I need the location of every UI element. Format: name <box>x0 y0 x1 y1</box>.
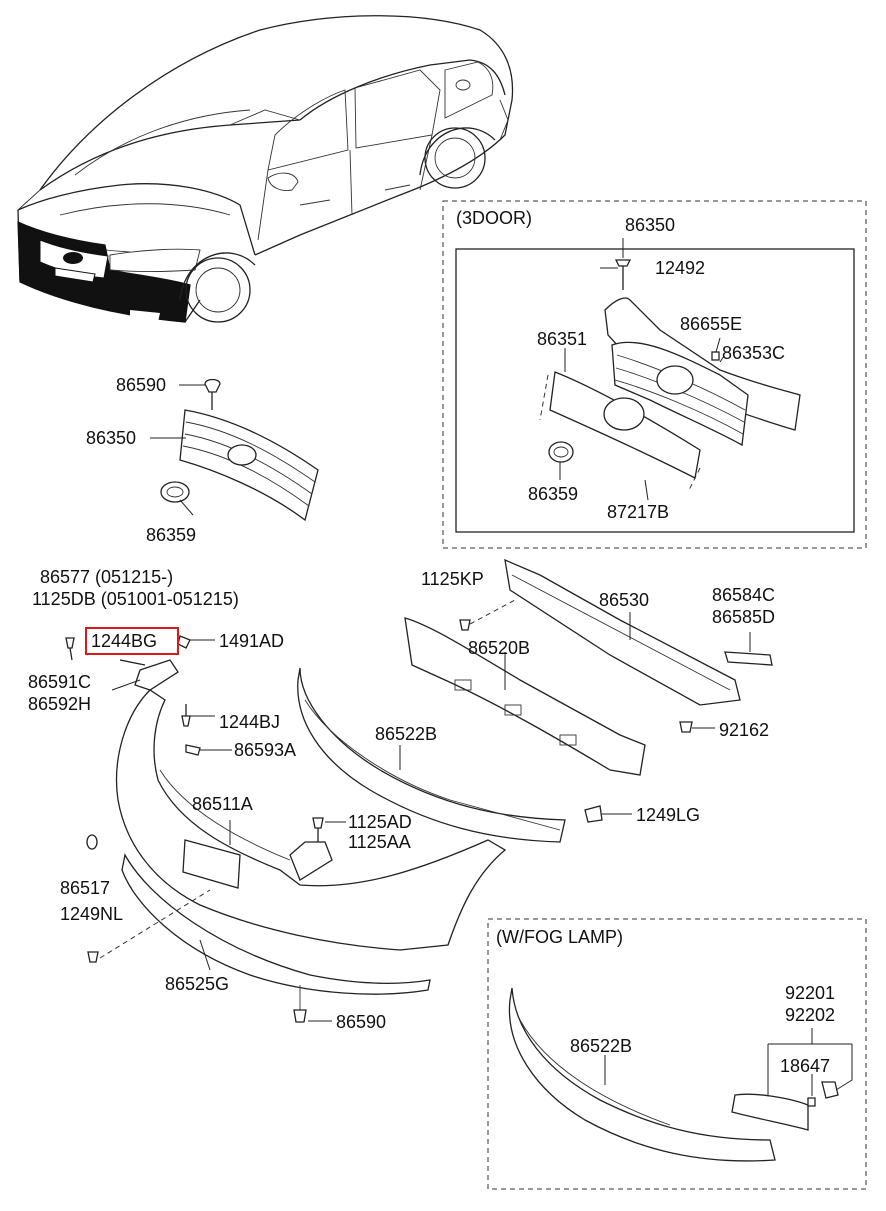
label-92202: 92202 <box>785 1005 835 1025</box>
three-door-box <box>442 200 867 549</box>
label-86353C: 86353C <box>722 343 785 363</box>
fog-lamp-box <box>487 918 867 1190</box>
three-door-box-title: (3DOOR) <box>456 208 532 228</box>
label-1244BG: 1244BG <box>91 631 157 651</box>
label-86351: 86351 <box>537 329 587 349</box>
label-86359-box: 86359 <box>528 484 578 504</box>
bumper-beam <box>404 617 646 776</box>
label-86655E: 86655E <box>680 314 742 334</box>
label-87217B: 87217B <box>607 502 669 522</box>
label-1125AD: 1125AD <box>348 812 412 832</box>
label-1249LG: 1249LG <box>636 805 700 825</box>
bumper-rail <box>459 558 773 733</box>
label-86511A: 86511A <box>192 794 253 814</box>
label-86577: 86577 (051215-) <box>40 567 173 587</box>
label-86350-top: 86350 <box>625 215 675 235</box>
label-1125DB: 1125DB (051001-051215) <box>32 589 239 609</box>
car-illustration <box>17 15 514 323</box>
fog-lamp-parts <box>508 987 853 1162</box>
label-86592H: 86592H <box>28 694 91 714</box>
label-1125AA: 1125AA <box>348 832 411 852</box>
label-86584C: 86584C <box>712 585 775 605</box>
label-86525G: 86525G <box>165 974 229 994</box>
label-92162: 92162 <box>719 720 769 740</box>
part-labels: (3DOOR) (W/FOG LAMP) 86350 12492 86655E … <box>28 208 835 1076</box>
label-86522B: 86522B <box>375 724 437 744</box>
label-1491AD: 1491AD <box>219 631 284 651</box>
three-door-inner-box <box>455 248 855 533</box>
label-1249NL: 1249NL <box>60 904 123 924</box>
label-86359: 86359 <box>146 525 196 545</box>
label-12492: 12492 <box>655 258 705 278</box>
label-86350: 86350 <box>86 428 136 448</box>
label-1125KP: 1125KP <box>421 569 484 589</box>
label-86590-bottom: 86590 <box>336 1012 386 1032</box>
grille-assembly <box>160 378 319 522</box>
label-86585D: 86585D <box>712 607 775 627</box>
leader-lines <box>111 267 725 691</box>
fog-lamp-box-title: (W/FOG LAMP) <box>496 927 623 947</box>
label-18647: 18647 <box>780 1056 830 1076</box>
label-86590-top: 86590 <box>116 375 166 395</box>
label-86522B-fog: 86522B <box>570 1036 632 1056</box>
highlight-box-1244BG <box>85 627 179 655</box>
front-bumper <box>86 689 507 1023</box>
label-92201: 92201 <box>785 983 835 1003</box>
label-1244BJ: 1244BJ <box>219 712 280 732</box>
label-86593A: 86593A <box>234 740 296 760</box>
label-86520B: 86520B <box>468 638 530 658</box>
label-86530: 86530 <box>599 590 649 610</box>
energy-absorber <box>297 667 632 843</box>
label-86517: 86517 <box>60 878 110 898</box>
three-door-parts <box>539 238 801 501</box>
label-86591C: 86591C <box>28 672 91 692</box>
